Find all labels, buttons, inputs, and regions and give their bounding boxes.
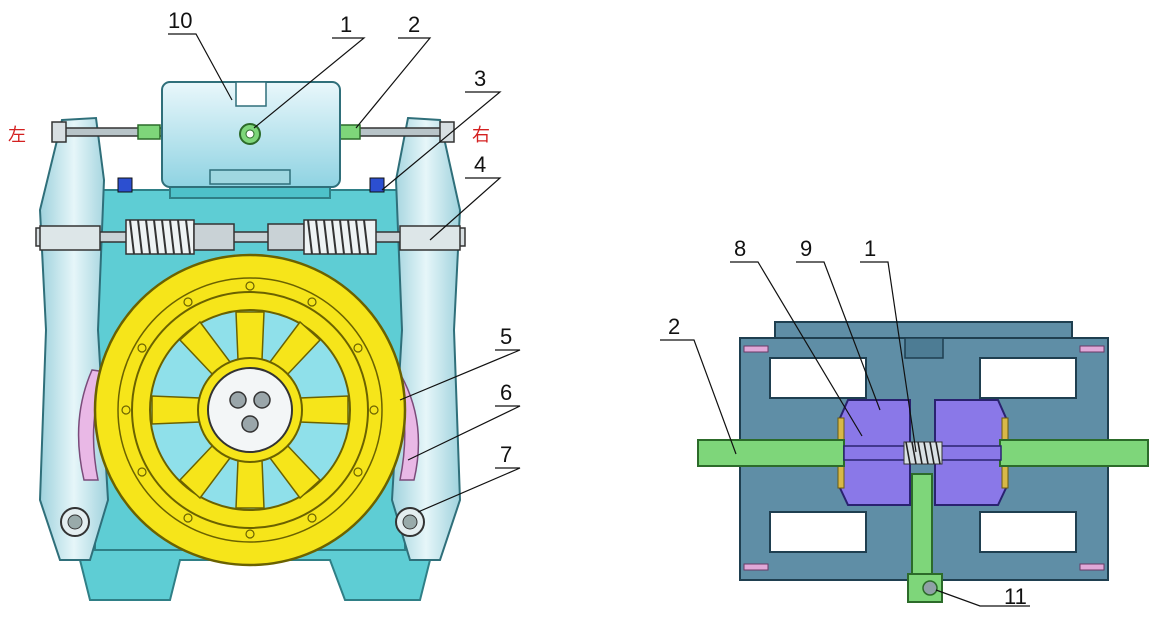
callout-2-section: 2	[668, 314, 680, 339]
lever-pin-hole	[922, 580, 938, 596]
callout-8: 8	[734, 236, 746, 261]
left-side-label: 左	[8, 125, 26, 146]
coil-bottom-left	[769, 511, 867, 553]
callout-6: 6	[500, 380, 512, 405]
housing-top-cap	[774, 321, 1073, 339]
coil-bottom-right	[979, 511, 1077, 553]
coil-top-right	[979, 357, 1077, 399]
coil-top-left	[769, 357, 867, 399]
right-side-label: 右	[472, 125, 490, 146]
callout-1: 1	[340, 12, 352, 37]
left-rod-adjuster	[137, 124, 161, 140]
right-shaft	[999, 439, 1149, 467]
center-spring	[903, 441, 943, 465]
callout-7: 7	[500, 442, 512, 467]
callout-5: 5	[500, 324, 512, 349]
right-brake-spring	[267, 219, 377, 255]
callout-2: 2	[408, 12, 420, 37]
callout-9: 9	[800, 236, 812, 261]
callout-3: 3	[474, 66, 486, 91]
callout-4: 4	[474, 152, 486, 177]
right-brake-arm	[390, 116, 462, 561]
left-shaft	[697, 439, 845, 467]
callout-11: 11	[1004, 584, 1027, 609]
left-brake-spring	[125, 219, 235, 255]
right-view: 8 9 1 2 11	[660, 236, 1149, 609]
callout-1-section: 1	[864, 236, 876, 261]
left-brake-arm	[38, 116, 110, 561]
callout-10: 10	[168, 8, 192, 33]
traction-sheave	[93, 253, 407, 567]
left-view: 左 右 10 1 2 3 4 5 6 7	[8, 8, 521, 601]
